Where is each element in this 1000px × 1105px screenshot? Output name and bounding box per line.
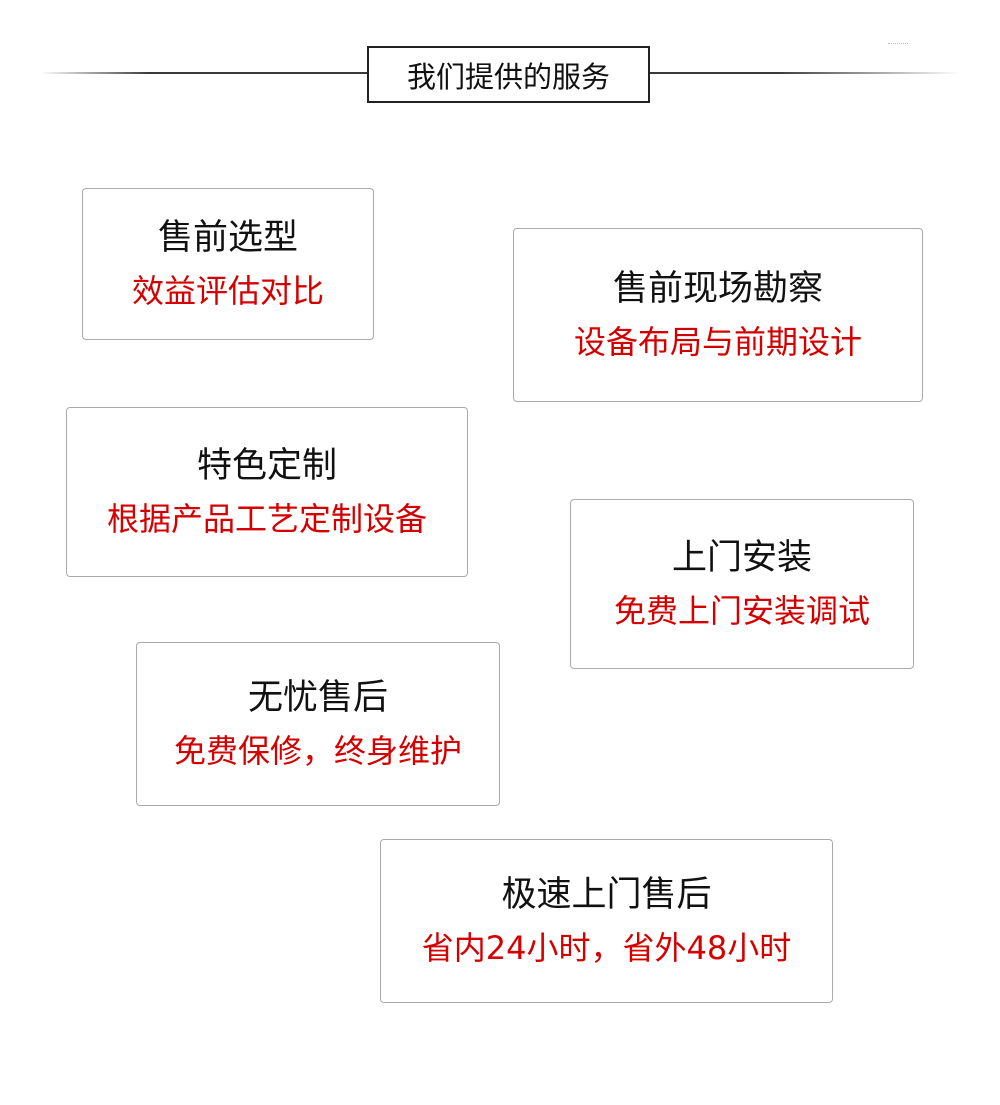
service-card-site-survey: 售前现场勘察 设备布局与前期设计	[513, 228, 923, 402]
service-subtitle: 设备布局与前期设计	[573, 323, 862, 361]
decorative-dots	[888, 43, 908, 44]
service-card-installation: 上门安装 免费上门安装调试	[570, 499, 914, 669]
service-title: 特色定制	[196, 446, 337, 486]
service-subtitle: 根据产品工艺定制设备	[106, 500, 427, 538]
service-card-presale-selection: 售前选型 效益评估对比	[82, 188, 374, 340]
service-title: 售前现场勘察	[612, 269, 823, 309]
section-title: 我们提供的服务	[367, 46, 650, 103]
service-title: 无忧售后	[247, 678, 388, 718]
service-subtitle: 效益评估对比	[131, 272, 324, 310]
service-title: 售前选型	[157, 218, 298, 258]
service-card-customization: 特色定制 根据产品工艺定制设备	[66, 407, 468, 577]
service-card-fast-aftersales: 极速上门售后 省内24小时，省外48小时	[380, 839, 833, 1003]
service-title: 极速上门售后	[501, 875, 712, 915]
service-title: 上门安装	[671, 538, 812, 578]
service-subtitle: 免费保修，终身维护	[173, 732, 462, 770]
service-subtitle: 免费上门安装调试	[613, 592, 870, 630]
service-card-aftersales: 无忧售后 免费保修，终身维护	[136, 642, 500, 806]
service-subtitle: 省内24小时，省外48小时	[421, 929, 792, 967]
